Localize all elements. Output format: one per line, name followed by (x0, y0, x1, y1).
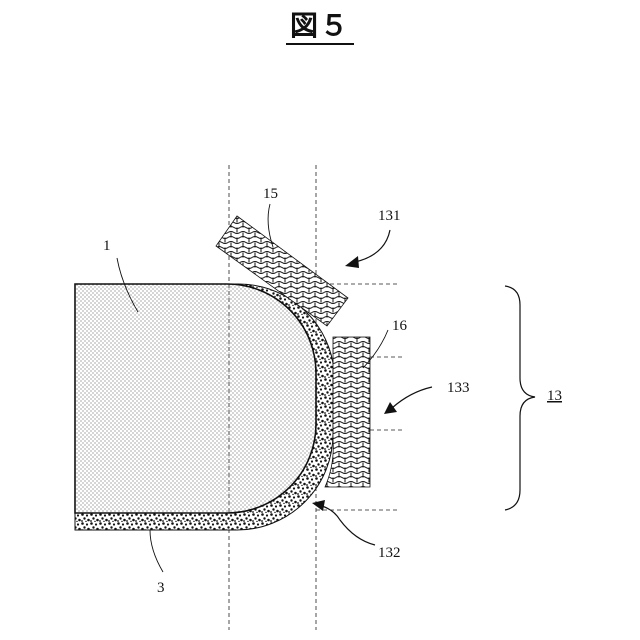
label-15: 15 (263, 186, 278, 202)
label-3: 3 (157, 580, 165, 596)
arrow-132 (322, 506, 375, 545)
arrow-133-head (384, 402, 397, 414)
arrow-133 (392, 387, 432, 408)
arrow-132-head (312, 500, 325, 511)
arrow-131-head (345, 256, 359, 268)
arrow-131 (355, 230, 390, 262)
substrate-1 (75, 284, 316, 513)
bracket-13 (505, 286, 535, 510)
leader-3 (150, 530, 163, 572)
label-13: 13 (547, 388, 562, 404)
label-133: 133 (447, 380, 470, 396)
label-16: 16 (392, 318, 408, 334)
label-132: 132 (378, 545, 401, 561)
label-131: 131 (378, 208, 401, 224)
label-1: 1 (103, 238, 111, 254)
